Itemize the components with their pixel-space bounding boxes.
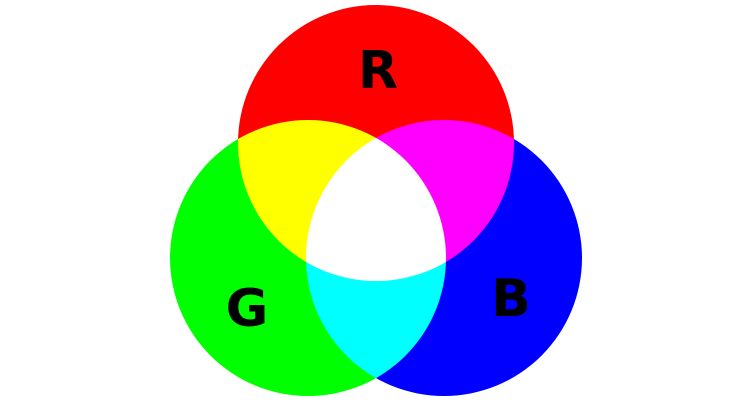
green-label: G (226, 279, 269, 339)
color-circles (170, 5, 582, 396)
red-label: R (358, 41, 398, 101)
blue-circle (306, 120, 582, 396)
blue-label: B (491, 269, 531, 329)
